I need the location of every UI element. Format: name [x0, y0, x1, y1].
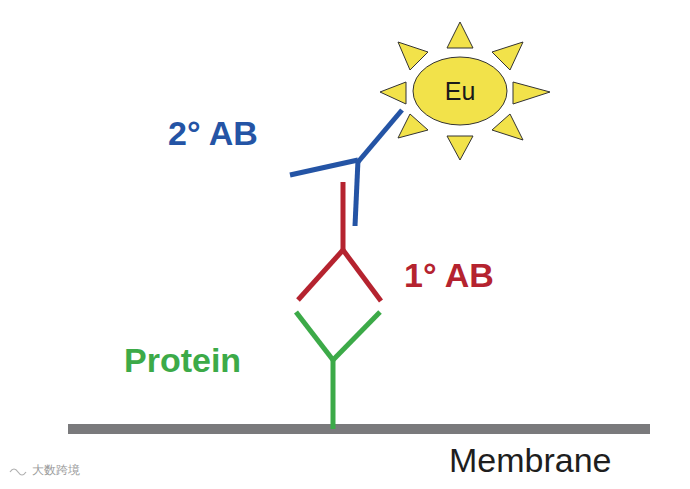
membrane-label: Membrane	[449, 443, 612, 477]
primary-antibody-label: 1° AB	[404, 258, 494, 292]
watermark: 大数跨境	[32, 464, 80, 476]
europium-circle: Eu	[412, 56, 508, 126]
europium-rays	[380, 22, 550, 160]
membrane-bar	[68, 424, 650, 434]
watermark-icon	[10, 469, 26, 475]
protein-label: Protein	[124, 343, 241, 377]
primary-antibody	[298, 182, 381, 301]
secondary-antibody	[290, 110, 402, 226]
secondary-antibody-label: 2° AB	[168, 116, 258, 150]
element-label: Eu	[412, 56, 508, 126]
protein-shape	[296, 312, 380, 429]
